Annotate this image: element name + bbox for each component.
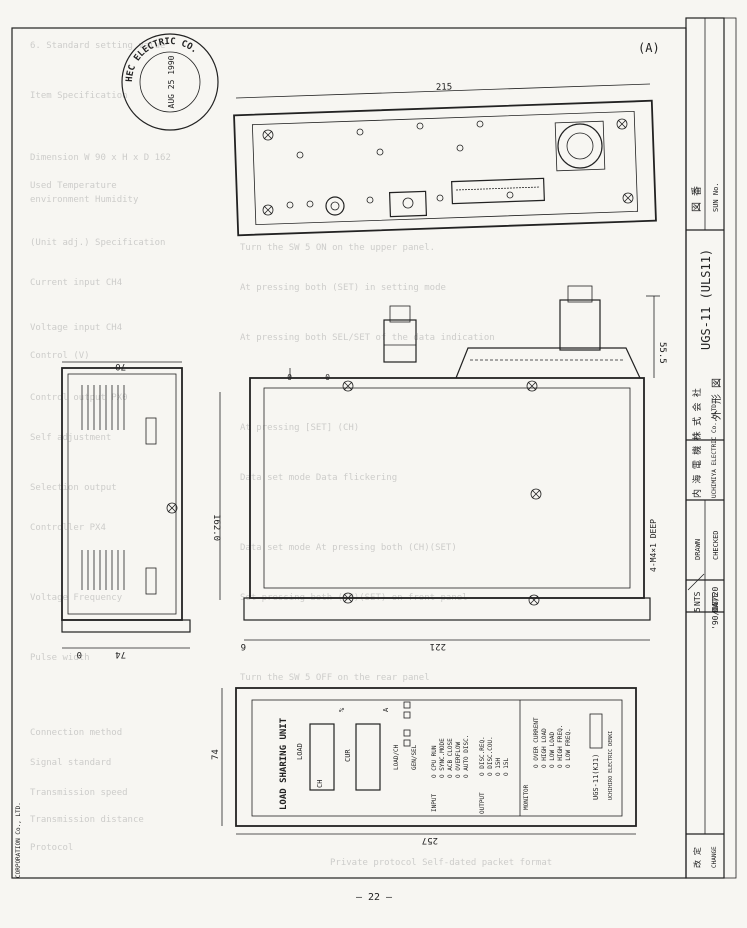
pct-label: % xyxy=(338,707,346,712)
input-item: O ACB CLOSE xyxy=(447,738,454,778)
page-number: — 22 — xyxy=(356,892,393,903)
side-view: 70 74 0 xyxy=(61,361,191,659)
output-item: O 15H xyxy=(495,758,502,776)
svg-text:Turn the SW 5 OFF on the rear: Turn the SW 5 OFF on the rear panel xyxy=(240,673,430,683)
monitor-item: O HIGH LOAD xyxy=(541,728,548,768)
a-label: A xyxy=(382,707,390,712)
dim-panel-width: 257 xyxy=(422,835,438,845)
monitor-item: O OVER CURRENT xyxy=(533,717,540,768)
panel-maker: UCHIHIRO ELECTRIC DENKI xyxy=(608,731,614,800)
svg-text:(Unit adj.) Specificatio: (Unit adj.) Specification xyxy=(30,238,165,248)
svg-text:Voltage input CH4: Voltage input CH4 xyxy=(30,323,122,333)
model-title: UGS-11 (ULS11) xyxy=(699,249,713,350)
input-item: O CPU RUN xyxy=(431,745,438,778)
svg-text:Dimension W 90 x H x: Dimension W 90 x H x D 162 xyxy=(30,153,171,163)
svg-text:At pressing [SET] (CH): At pressing [SET] (CH) xyxy=(240,423,359,433)
monitor-list: O OVER CURRENT O HIGH LOAD O LOW LOAD O … xyxy=(533,717,572,768)
figure-title: 外 形 図 xyxy=(711,378,723,420)
svg-text:Protocol: Protocol xyxy=(30,843,73,853)
checked-label: CHECKED xyxy=(712,530,720,560)
company-en: UCHIMIYA ELECTRIC Co., LTD. xyxy=(711,400,718,498)
date-label: DATE xyxy=(711,593,720,612)
rear-view: 215 xyxy=(233,82,657,237)
svg-text:Used Temperature: Used Temperature xyxy=(30,181,117,191)
left-margin-text: CORPORATION Co., LTD. xyxy=(15,802,22,878)
svg-text:Transmission distance: Transmission distance xyxy=(30,815,144,825)
show-through-text: 6. Standard setting value Item Specifica… xyxy=(30,41,552,868)
svg-text:Private protocol Self-dated: Private protocol Self-dated packet forma… xyxy=(330,858,552,868)
drawn-by: NTS xyxy=(693,591,702,606)
svg-text:Control (V): Control (V) xyxy=(30,351,90,361)
svg-text:At pressing both SEL/SET of t: At pressing both SEL/SET of the data ind… xyxy=(240,333,495,343)
load-label: LOAD xyxy=(296,743,304,760)
drawn-label: DRAWN xyxy=(694,539,702,560)
section-marker: (A) xyxy=(638,41,660,55)
monitor-item: O HIGH FREQ. xyxy=(557,725,564,768)
output-list: O DISC.REQ. O DISC.COU. O 15H O 15L xyxy=(479,736,510,776)
svg-text:Pulse width: Pulse width xyxy=(30,653,90,663)
svg-text:Self adjustment: Self adjustment xyxy=(30,433,111,443)
cur-label: CUR xyxy=(344,749,352,762)
svg-text:Signal standard: Signal standard xyxy=(30,758,111,768)
panel-model: UGS-11(KJ1) xyxy=(592,754,600,800)
dim-side-o: 0 xyxy=(77,649,82,659)
title-block: 図 番 SUN No. UGS-11 (ULS11) 外 形 図 内 海 電 機… xyxy=(685,17,737,879)
dim-panel-height: 74 xyxy=(211,749,221,760)
dim-side-width: 70 xyxy=(115,361,126,371)
front-label-left: 0 xyxy=(287,372,292,381)
svg-text:Current input CH4: Current input CH4 xyxy=(30,278,122,288)
stamp-date: AUG 25 1990 xyxy=(167,55,176,108)
front-view: 0 0 55.5 162.0 4-M4×1 DEEP 221 6 xyxy=(211,285,667,651)
output-item: O DISC.REQ. xyxy=(479,736,486,776)
sheet-number: SUN No. xyxy=(712,182,720,212)
svg-text:Selection output: Selection output xyxy=(30,483,117,493)
svg-text:Data set mode At pressing bo: Data set mode At pressing both (CH)(SET) xyxy=(240,543,457,553)
change-label: CHANGE xyxy=(711,846,718,868)
approval-stamp: HEC ELECTRIC CO. AUG 25 1990 xyxy=(121,33,219,131)
monitor-item: O LOW LOAD xyxy=(549,731,556,768)
output-label: OUTPUT xyxy=(479,792,486,814)
input-list: O CPU RUN O SYNC.MODE O ACB CLOSE O OVER… xyxy=(431,735,470,778)
monitor-item: O LOW FREQ. xyxy=(565,728,572,768)
dim-front-height: 162.0 xyxy=(211,514,221,541)
date-value: '90/08/20 xyxy=(711,586,720,630)
svg-text:Data set mode Data flickerin: Data set mode Data flickering xyxy=(240,473,397,483)
input-item: O AUTO DISC. xyxy=(463,735,470,778)
svg-text:Voltage Frequency: Voltage Frequency xyxy=(30,593,123,603)
svg-text:6. Standard setting value: 6. Standard setting value xyxy=(30,41,165,51)
sheet-kanji: 図 番 xyxy=(691,186,703,212)
svg-text:Connection method: Connection method xyxy=(30,728,122,738)
dim-bottom-small: 6 xyxy=(241,641,246,651)
load-ch-label: LOAD/CH xyxy=(393,744,400,770)
svg-text:environment Humidity: environment Humidity xyxy=(30,195,139,205)
output-item: O DISC.COU. xyxy=(487,736,494,776)
mount-holes-note: 4-M4×1 DEEP xyxy=(649,519,658,572)
company-jp: 内 海 電 機 株 式 会 社 xyxy=(691,388,703,498)
svg-text:At pressing both (SET) in sett: At pressing both (SET) in setting mode xyxy=(240,283,446,293)
svg-text:Turn the SW 5 ON on the upper: Turn the SW 5 ON on the upper panel. xyxy=(240,243,435,253)
dim-right-height: 55.5 xyxy=(657,342,667,364)
gen-sel-label: GEN/SEL xyxy=(411,744,418,770)
svg-text:Item Specification: Item Specification xyxy=(30,91,128,101)
output-item: O 15L xyxy=(503,758,510,776)
front-label-right: 0 xyxy=(325,372,330,381)
ch-label: CH xyxy=(316,780,324,788)
input-item: O SYNC.MODE xyxy=(439,738,446,778)
input-label: INPUT xyxy=(431,794,438,812)
change-kanji: 改 定 xyxy=(692,847,702,868)
svg-text:Transmission speed: Transmission speed xyxy=(30,788,128,798)
panel-title: LOAD SHARING UNIT xyxy=(279,717,289,810)
svg-text:Control output PX0: Control output PX0 xyxy=(30,393,128,403)
dim-side-bottom: 74 xyxy=(115,649,126,659)
monitor-label: MONITOR xyxy=(523,784,530,810)
dim-top-width: 215 xyxy=(436,82,453,93)
front-panel-view: 74 257 LOAD SHARING UNIT LOAD CH % CUR A… xyxy=(211,687,637,845)
input-item: O OVERFLOW xyxy=(455,741,462,778)
dim-front-bottom: 221 xyxy=(430,641,446,651)
revision-number: 5 xyxy=(693,607,702,612)
